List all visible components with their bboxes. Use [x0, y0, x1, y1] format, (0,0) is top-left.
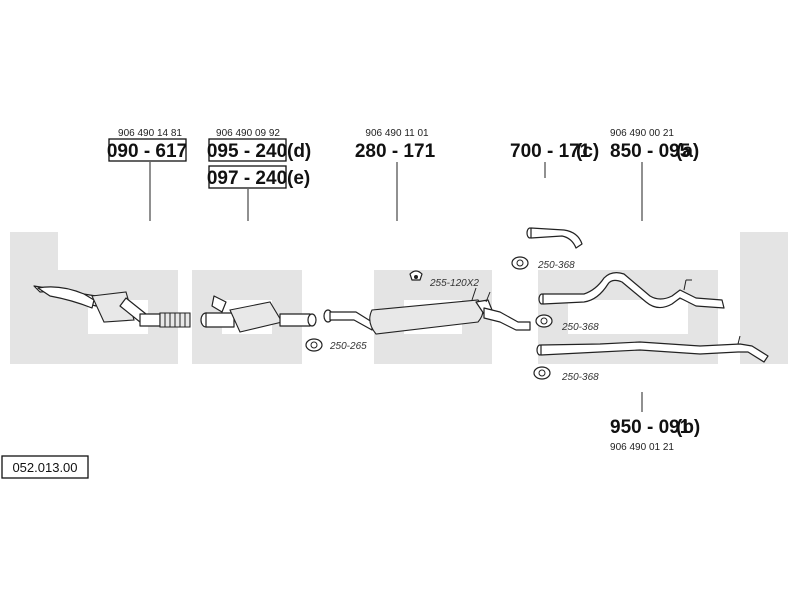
part-suffix: (e) [287, 168, 310, 189]
clamp-255-120x2[interactable]: 255-120X2 [409, 270, 479, 289]
part-code: 280 - 171 [355, 141, 436, 162]
part-1-group: 906 490 14 81 090 - 617 [33, 128, 191, 328]
rear-pipe-b[interactable] [536, 335, 769, 363]
reference-label: 052.013.00 [12, 460, 77, 475]
clamp-label: 250-265 [329, 341, 367, 352]
part-code: 850 - 095 [610, 141, 691, 162]
clamp-label: 250-368 [561, 372, 599, 383]
clamp-label: 250-368 [561, 322, 599, 333]
center-muffler[interactable] [323, 287, 531, 335]
oem-number: 906 490 14 81 [118, 128, 182, 139]
oem-number: 906 490 01 21 [610, 442, 674, 453]
clamp-250-368-bottom[interactable]: 250-368 [533, 366, 599, 383]
part-2-group: 906 490 09 92 095 - 240 (d) 097 - 240 (e… [200, 128, 317, 333]
clamp-250-265[interactable]: 250-265 [305, 338, 367, 352]
clamp-250-368-top[interactable]: 250-368 [511, 256, 575, 271]
part-code: 700 - 171 [510, 141, 591, 162]
part-suffix: (b) [676, 417, 700, 438]
clamp-label: 250-368 [537, 260, 575, 271]
part-code: 950 - 091 [610, 417, 691, 438]
oem-number: 906 490 11 01 [365, 128, 429, 139]
oem-number: 906 490 09 92 [216, 128, 280, 139]
part-code-box [208, 138, 287, 162]
part-code-box [108, 138, 187, 162]
part-suffix: (c) [576, 141, 599, 162]
part-suffix: (d) [287, 141, 311, 162]
part-suffix: (a) [676, 141, 699, 162]
part-6-group: 950 - 091 (b) 906 490 01 21 [536, 335, 769, 453]
reference-number: 052.013.00 [1, 455, 89, 479]
oem-number: 906 490 00 21 [610, 128, 674, 139]
part-code: 095 - 240 [207, 141, 287, 162]
particle-filter[interactable] [200, 295, 317, 333]
part-code: 090 - 617 [107, 141, 187, 162]
rear-pipe-a[interactable] [538, 272, 725, 309]
clamp-250-368-middle[interactable]: 250-368 [535, 314, 599, 333]
tail-pipe-c[interactable] [526, 227, 583, 249]
front-pipe-catalyst[interactable] [33, 285, 191, 328]
part-4-group: 700 - 171 (c) [510, 141, 599, 249]
clamp-label: 255-120X2 [429, 278, 479, 289]
part-5-group: 906 490 00 21 850 - 095 (a) [538, 128, 725, 309]
part-code-box [208, 165, 287, 189]
part-code: 097 - 240 [207, 168, 287, 189]
part-3-group: 906 490 11 01 280 - 171 [323, 128, 531, 335]
